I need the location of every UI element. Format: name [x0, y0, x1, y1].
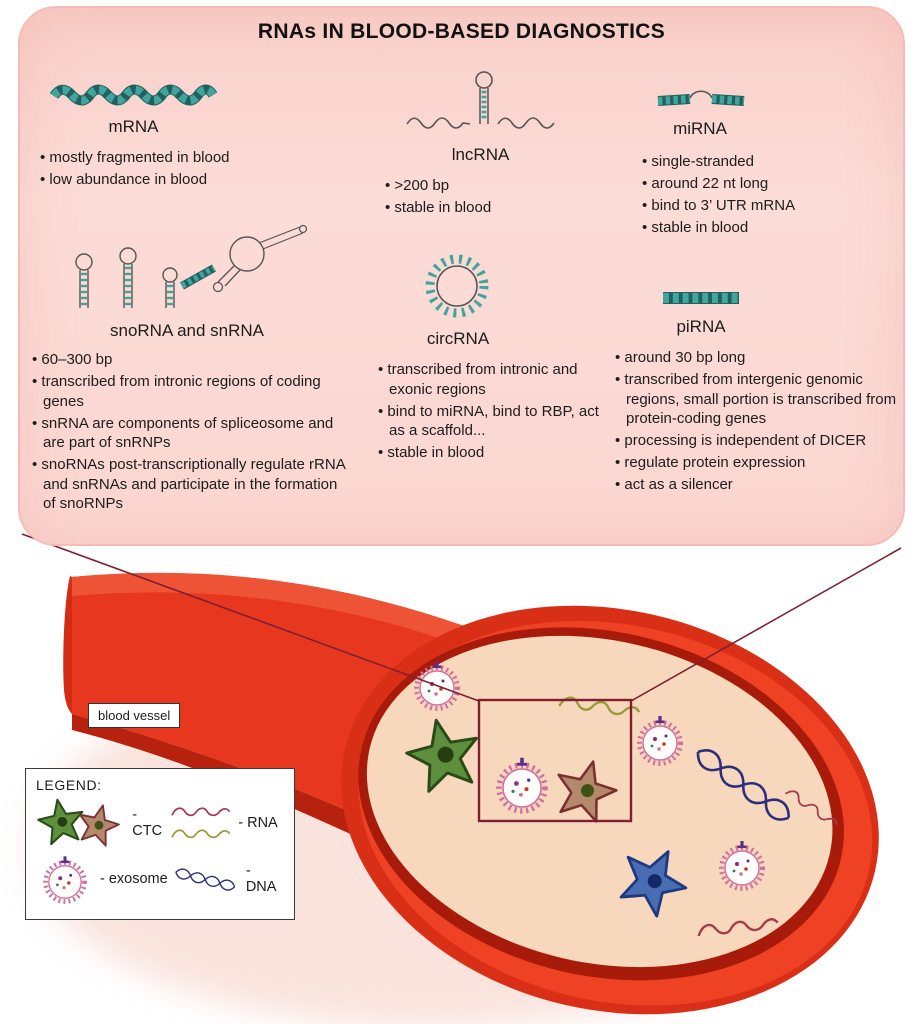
legend-item-rna: - RNA	[170, 795, 284, 851]
legend-title: LEGEND:	[36, 777, 102, 793]
legend-item-exosome: - exosome	[36, 851, 170, 907]
bullet-item: act as a silencer	[615, 475, 915, 495]
bullet-item: regulate protein expression	[615, 453, 915, 473]
circrna-section: circRNA transcribed from intronic and ex…	[378, 250, 606, 465]
rna-strands-icon	[171, 807, 231, 839]
snorna-section: snoRNA and snRNA 60–300 bptranscribed fr…	[32, 224, 352, 516]
bullet-item: bind to miRNA, bind to RBP, act as a sca…	[378, 402, 606, 441]
bullet-item: transcribed from intronic regions of cod…	[32, 372, 352, 411]
snorna-icon	[75, 224, 308, 308]
zoom-box	[477, 698, 633, 823]
bullet-item: bind to 3’ UTR mRNA	[642, 196, 910, 216]
snorna-bullets: 60–300 bptranscribed from intronic regio…	[32, 350, 352, 514]
mrna-bullets: mostly fragmented in bloodlow abundance …	[40, 148, 320, 190]
bullet-item: snoRNAs post-transcriptionally regulate …	[32, 455, 352, 514]
pirna-bullets: around 30 bp longtranscribed from interg…	[615, 348, 915, 495]
exosome-icon	[36, 851, 94, 907]
mirna-bullets: single-strandedaround 22 nt longbind to …	[642, 152, 910, 238]
legend-label-ctc: - CTC	[132, 807, 163, 839]
mrna-label: mRNA	[108, 117, 159, 136]
vessel-contents	[399, 661, 840, 938]
legend-label-dna: - DNA	[245, 863, 277, 895]
mrna-section: mRNA mostly fragmented in bloodlow abund…	[40, 80, 320, 192]
pirna-icon	[663, 292, 739, 304]
bullet-item: 60–300 bp	[32, 350, 352, 370]
circrna-label: circRNA	[426, 329, 490, 348]
bullet-item: single-stranded	[642, 152, 910, 172]
mirna-section: miRNA single-strandedaround 22 nt longbi…	[640, 84, 910, 240]
dna-helix-icon	[174, 866, 237, 893]
legend-grid: - CTC - RNA - exosome - DNA	[36, 795, 284, 907]
lncrna-bullets: >200 bpstable in blood	[385, 176, 600, 218]
lncrna-label: lncRNA	[451, 145, 510, 164]
zoom-line-left	[21, 533, 480, 702]
ctc-brown-cell	[548, 752, 624, 826]
bullet-item: processing is independent of DICER	[615, 431, 915, 451]
page-title: RNAs IN BLOOD-BASED DIAGNOSTICS	[257, 20, 666, 43]
legend-item-ctc: - CTC	[36, 795, 170, 851]
bullet-item: stable in blood	[385, 198, 600, 218]
legend-item-dna: - DNA	[170, 851, 284, 907]
bullet-item: low abundance in blood	[40, 170, 320, 190]
ctc-cells-icon	[36, 795, 124, 849]
legend-label-rna: - RNA	[238, 815, 278, 831]
zoom-line-right	[630, 547, 902, 702]
snorna-label: snoRNA and snRNA	[109, 321, 265, 340]
bullet-item: transcribed from intronic and exonic reg…	[378, 360, 606, 399]
circrna-bullets: transcribed from intronic and exonic reg…	[378, 360, 606, 463]
legend-box: LEGEND: - CTC	[25, 768, 295, 920]
bullet-item: transcribed from intergenic genomic regi…	[615, 370, 915, 429]
bullet-item: >200 bp	[385, 176, 600, 196]
bullet-item: around 30 bp long	[615, 348, 915, 368]
ctc-blue-cell	[608, 834, 699, 924]
legend-label-exosome: - exosome	[100, 871, 168, 887]
rna-info-panel: RNAs IN BLOOD-BASED DIAGNOSTICS mRNA mos…	[18, 6, 905, 546]
mirna-label: miRNA	[673, 119, 727, 138]
mrna-icon	[50, 84, 217, 106]
bullet-item: stable in blood	[642, 218, 910, 238]
bullet-item: snRNA are components of spliceosome and …	[32, 414, 352, 453]
bullet-item: mostly fragmented in blood	[40, 148, 320, 168]
bullet-item: around 22 nt long	[642, 174, 910, 194]
lncrna-icon	[406, 71, 555, 129]
pirna-label: piRNA	[676, 317, 726, 336]
blood-vessel-label: blood vessel	[88, 703, 181, 728]
bullet-item: stable in blood	[378, 443, 606, 463]
pirna-section: piRNA around 30 bp longtranscribed from …	[615, 286, 915, 497]
mirna-icon	[657, 90, 745, 106]
circrna-icon	[425, 254, 489, 318]
ctc-green-cell	[399, 711, 487, 796]
lncrna-section: lncRNA >200 bpstable in blood	[380, 66, 600, 220]
